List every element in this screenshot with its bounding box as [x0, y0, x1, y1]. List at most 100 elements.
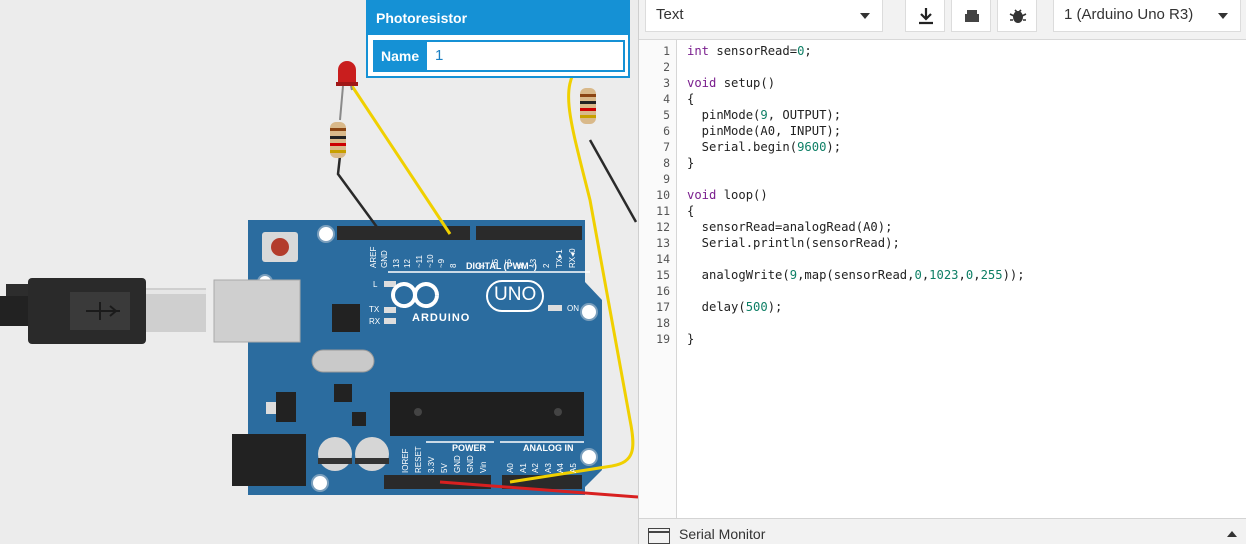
mode-value: Text: [656, 6, 684, 23]
pin-label: 7: [478, 263, 487, 268]
device-value: 1 (Arduino Uno R3): [1064, 6, 1194, 23]
line-number: 14: [656, 252, 670, 266]
code-line: Serial.begin(9600);: [687, 140, 842, 154]
components-icon: [965, 10, 979, 22]
pin-label: 13: [391, 259, 401, 268]
digital-label: DIGITAL (PWM~): [466, 261, 537, 271]
name-field-row: Name 1: [373, 40, 625, 72]
window-icon: [648, 528, 670, 544]
code-line: pinMode(A0, INPUT);: [687, 124, 842, 138]
board-brand: ARDUINO: [412, 312, 471, 324]
line-number: 8: [663, 156, 670, 170]
analog-label: ANALOG IN: [523, 443, 574, 453]
serial-monitor-label: Serial Monitor: [679, 526, 766, 542]
pin-label: A1: [518, 463, 528, 473]
resistor-2[interactable]: [580, 88, 596, 124]
pin-label: IOREF: [401, 448, 410, 473]
components-button[interactable]: [951, 0, 991, 32]
pin-label: A4: [556, 463, 565, 473]
line-number: 18: [656, 316, 670, 330]
pin-label: GND: [453, 455, 462, 473]
pin-label: ~3: [529, 258, 539, 268]
code-line: analogWrite(9,map(sensorRead,0,1023,0,25…: [687, 268, 1025, 282]
wires[interactable]: [336, 65, 638, 499]
line-number: 3: [663, 76, 670, 90]
pin-label: GND: [466, 455, 475, 473]
download-icon: [919, 8, 933, 25]
name-label: Name: [375, 42, 427, 70]
line-number: 7: [663, 140, 670, 154]
pin-label: A0: [506, 463, 515, 473]
usb-cable[interactable]: [0, 278, 206, 344]
chevron-up-icon[interactable]: [1227, 531, 1237, 537]
code-line: {: [687, 204, 695, 218]
pin-label: ~5: [503, 258, 513, 268]
editor-toolbar: Text 1 (Arduino Uno R3): [639, 0, 1246, 40]
board-tx-label: TX: [369, 305, 380, 314]
pin-label: AREF: [369, 246, 378, 268]
inspector-title: Photoresistor: [368, 2, 628, 35]
line-number: 19: [656, 332, 670, 346]
board-l-label: L: [373, 280, 378, 289]
line-number: 16: [656, 284, 670, 298]
pin-label: 2: [542, 263, 551, 268]
line-number: 4: [663, 92, 670, 106]
pin-label: TX▸1: [554, 249, 564, 268]
pin-label: 8: [448, 263, 458, 268]
arduino-board[interactable]: [213, 220, 602, 495]
code-line: void loop(): [687, 188, 768, 202]
pin-label: RX◂0: [567, 248, 577, 268]
debugger-button[interactable]: [997, 0, 1037, 32]
device-dropdown[interactable]: 1 (Arduino Uno R3): [1053, 0, 1241, 32]
line-number: 15: [656, 268, 670, 282]
line-number: 13: [656, 236, 670, 250]
code-line: pinMode(9, OUTPUT);: [687, 108, 842, 122]
code-line: {: [687, 92, 695, 106]
power-label: POWER: [452, 443, 487, 453]
board-rx-label: RX: [369, 317, 381, 326]
component-inspector: Photoresistor Name 1: [366, 0, 630, 78]
pin-label: A2: [531, 463, 540, 473]
pin-label: ~11: [414, 255, 424, 268]
code-line: void setup(): [687, 76, 776, 90]
pin-label: ~9: [437, 258, 447, 268]
line-number: 2: [663, 60, 670, 74]
pin-label: A3: [543, 463, 553, 473]
line-number: 11: [656, 204, 670, 218]
red-led[interactable]: [336, 61, 358, 121]
pin-label: ~10: [426, 254, 435, 268]
pin-label: A5: [568, 463, 578, 473]
code-line: }: [687, 156, 695, 170]
name-input[interactable]: 1: [435, 47, 444, 64]
pin-label: 5V: [440, 463, 449, 473]
line-number: 6: [663, 124, 670, 138]
pin-label: Vin: [479, 461, 488, 473]
serial-monitor-bar[interactable]: Serial Monitor: [639, 518, 1246, 544]
line-number: 5: [663, 108, 670, 122]
chevron-down-icon: [1218, 13, 1228, 19]
code-line: }: [687, 332, 695, 346]
code-line: Serial.println(sensorRead);: [687, 236, 900, 250]
chevron-down-icon: [860, 13, 870, 19]
pin-label: 4: [516, 263, 526, 268]
code-line: int sensorRead=0;: [687, 44, 812, 58]
line-number: 10: [656, 188, 670, 202]
line-number: 9: [663, 172, 670, 186]
pin-label: RESET: [414, 446, 423, 473]
board-model: UNO: [494, 284, 537, 305]
line-number: 17: [656, 300, 670, 314]
pin-label: ~6: [490, 258, 500, 268]
code-line: sensorRead=analogRead(A0);: [687, 220, 893, 234]
bug-icon: [1009, 9, 1027, 23]
circuit-drawing: [0, 61, 638, 499]
mode-dropdown[interactable]: Text: [645, 0, 883, 32]
code-line: delay(500);: [687, 300, 783, 314]
resistor-1[interactable]: [330, 122, 346, 158]
download-button[interactable]: [905, 0, 945, 32]
circuit-canvas[interactable]: ARDUINO UNO ON L TX RX DIGITAL (PWM~) PO…: [0, 0, 638, 544]
pin-label: 3.3V: [427, 456, 436, 473]
line-number: 1: [663, 44, 670, 58]
